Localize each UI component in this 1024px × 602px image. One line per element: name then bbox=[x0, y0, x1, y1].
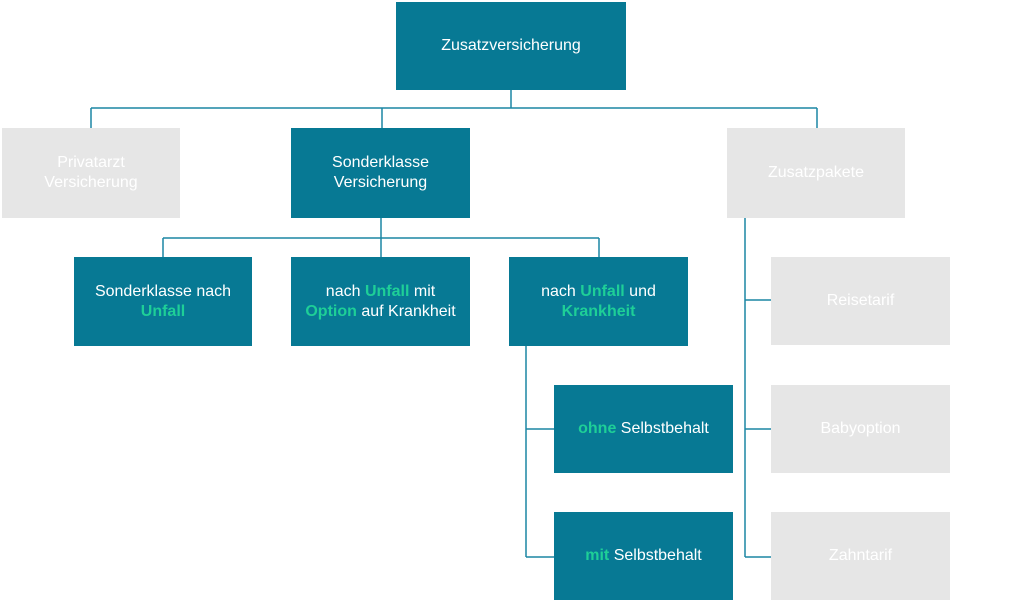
node-sonderklasse-line2: Versicherung bbox=[333, 174, 428, 191]
node-unfall-option-krankheit: nach Unfall mit Option auf Krankheit bbox=[291, 257, 470, 346]
node-nach-unfall-highlight: Unfall bbox=[140, 302, 186, 320]
node-ohne-selbstbehalt: ohne Selbstbehalt bbox=[554, 385, 733, 473]
node-privatarzt-line2: Versicherung bbox=[44, 174, 138, 191]
node-sonderklasse-versicherung: Sonderklasse Versicherung bbox=[291, 128, 470, 218]
node-nach-unfall-prefix: Sonderklasse nach bbox=[94, 282, 232, 300]
node-unfall-krankheit-highlight1: Unfall bbox=[580, 282, 625, 300]
node-mit-highlight: mit bbox=[585, 547, 610, 564]
node-unfall-krankheit-prefix: nach bbox=[541, 282, 576, 300]
node-zahntarif: Zahntarif bbox=[771, 512, 950, 600]
node-unfall-krankheit-mid: und bbox=[629, 282, 656, 300]
node-ohne-suffix: Selbstbehalt bbox=[620, 420, 709, 437]
node-unfall-option-prefix: nach bbox=[325, 282, 361, 300]
node-mit-selbstbehalt: mit Selbstbehalt bbox=[554, 512, 733, 600]
node-zusatzversicherung-label: Zusatzversicherung bbox=[441, 37, 581, 54]
node-zusatzversicherung: Zusatzversicherung bbox=[396, 2, 626, 90]
node-unfall-option-highlight1: Unfall bbox=[364, 282, 410, 300]
node-zusatzpakete-label: Zusatzpakete bbox=[767, 164, 865, 181]
node-babyoption-label: Babyoption bbox=[820, 420, 901, 437]
node-reisetarif: Reisetarif bbox=[771, 257, 950, 345]
node-unfall-option-suffix: auf Krankheit bbox=[361, 302, 456, 320]
node-unfall-krankheit-highlight2: Krankheit bbox=[561, 302, 636, 320]
node-reisetarif-label: Reisetarif bbox=[826, 292, 895, 309]
node-babyoption: Babyoption bbox=[771, 385, 950, 473]
node-zahntarif-label: Zahntarif bbox=[828, 547, 893, 564]
node-zusatzpakete: Zusatzpakete bbox=[727, 128, 905, 218]
node-sonderklasse-nach-unfall: Sonderklasse nach Unfall bbox=[74, 257, 252, 346]
node-unfall-option-highlight2: Option bbox=[305, 302, 357, 320]
node-privatarzt-line1: Privatarzt bbox=[57, 154, 125, 171]
node-sonderklasse-line1: Sonderklasse bbox=[332, 154, 429, 171]
node-unfall-option-mid: mit bbox=[413, 282, 436, 300]
node-ohne-highlight: ohne bbox=[578, 420, 617, 437]
node-unfall-und-krankheit: nach Unfall und Krankheit bbox=[509, 257, 688, 346]
node-privatarzt-versicherung: Privatarzt Versicherung bbox=[2, 128, 180, 218]
node-mit-suffix: Selbstbehalt bbox=[613, 547, 702, 564]
